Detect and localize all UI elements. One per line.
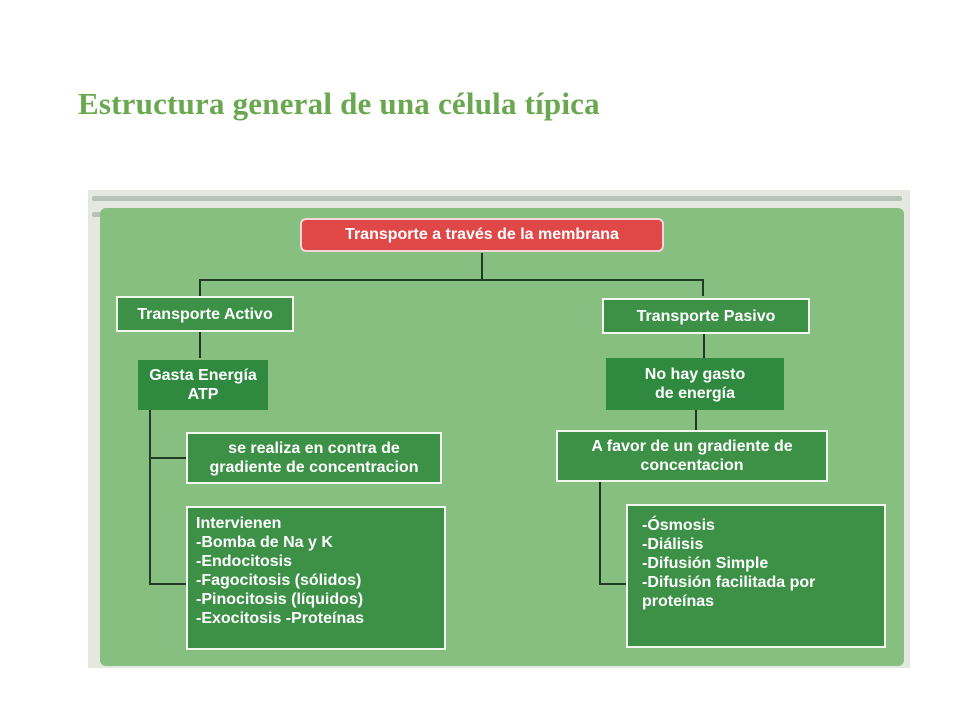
active-examples-node: Intervienen -Bomba de Na y K -Endocitosi…: [186, 506, 446, 650]
passive-examples-node: -Ósmosis -Diálisis -Difusión Simple -Dif…: [626, 504, 886, 648]
root-node: Transporte a través de la membrana: [300, 218, 664, 252]
slide-title: Estructura general de una célula típica: [78, 86, 600, 121]
passive-transport-node: Transporte Pasivo: [602, 298, 810, 334]
connector-lines: [149, 253, 705, 585]
concept-map-panel: Transporte a través de la membrana Trans…: [100, 208, 904, 666]
diagram-photo: Transporte a través de la membrana Trans…: [88, 190, 910, 668]
active-energy-node: Gasta Energía ATP: [138, 360, 268, 410]
active-transport-node: Transporte Activo: [116, 296, 294, 332]
passive-energy-node: No hay gasto de energía: [606, 358, 784, 410]
active-gradient-node: se realiza en contra de gradiente de con…: [186, 432, 442, 484]
passive-gradient-node: A favor de un gradiente de concentacion: [556, 430, 828, 482]
background-text: [92, 196, 902, 201]
